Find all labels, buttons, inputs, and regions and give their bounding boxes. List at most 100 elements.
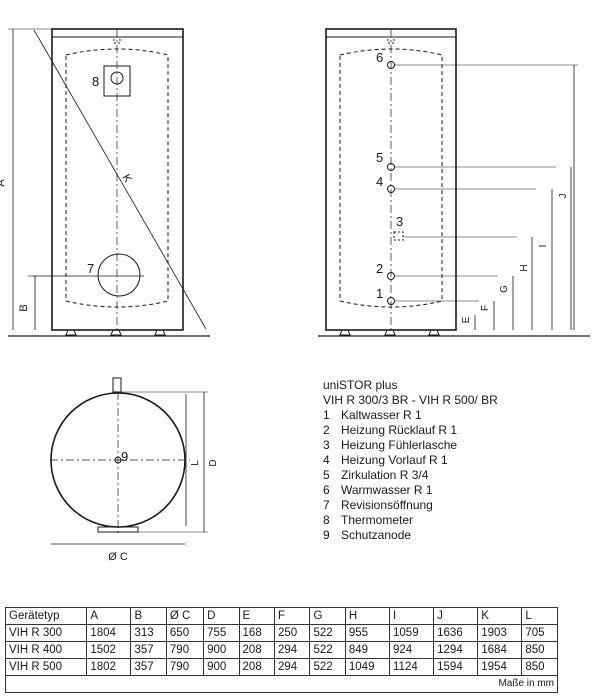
table-cell: 168: [238, 624, 275, 642]
table-header-cell: Gerätetyp: [4, 607, 88, 625]
table-cell: 1802: [86, 658, 132, 676]
legend-item-text: Zirkulation R 3/4: [341, 468, 429, 482]
label-j: J: [558, 194, 569, 199]
legend-item-text: Revisionsöffnung: [341, 498, 433, 512]
table-header-cell: K: [477, 607, 523, 625]
table-header-cell: B: [130, 607, 167, 625]
front-top-fitting: [113, 36, 121, 44]
callout-3: 3: [396, 214, 403, 229]
table-cell: 650: [165, 624, 205, 642]
legend: uniSTOR plus VIH R 300/3 BR - VIH R 500/…: [323, 378, 498, 543]
table-cell: 850: [521, 658, 558, 676]
label-k: K: [120, 172, 134, 185]
table-cell: 924: [389, 641, 435, 659]
legend-item-number: 3: [323, 438, 330, 452]
label-e: E: [461, 316, 472, 323]
table-cell: VIH R 400: [4, 641, 88, 659]
thermometer-box: [103, 65, 131, 97]
table-cell: 1903: [477, 624, 523, 642]
table-cell: 522: [309, 624, 346, 642]
table-cell: 1636: [433, 624, 479, 642]
legend-item-number: 1: [323, 408, 330, 422]
legend-item-text: Heizung Rücklauf R 1: [341, 423, 458, 437]
callout-9: 9: [121, 449, 128, 464]
anode-position: [114, 456, 122, 464]
label-b: B: [18, 304, 30, 311]
legend-item-number: 6: [323, 483, 330, 497]
label-d: D: [208, 459, 219, 466]
legend-item-number: 4: [323, 453, 330, 467]
units-note: Maße in mm: [5, 675, 558, 693]
table-cell: 1684: [477, 641, 523, 659]
table-cell: VIH R 300: [4, 624, 88, 642]
legend-item-number: 2: [323, 423, 330, 437]
thermometer-dial: [110, 71, 124, 85]
label-h: H: [519, 264, 530, 271]
table-cell: 313: [130, 624, 167, 642]
table-cell: 1294: [433, 641, 479, 659]
legend-item-number: 8: [323, 513, 330, 527]
diagonal-k: [33, 29, 207, 330]
legend-item-text: Warmwasser R 1: [341, 483, 433, 497]
table-header-cell: F: [273, 607, 311, 625]
callout-5: 5: [376, 150, 383, 165]
table-cell: 1049: [344, 658, 391, 676]
table-cell: 900: [203, 658, 240, 676]
callout-8: 8: [92, 74, 99, 89]
front-view: [8, 28, 210, 337]
table-header-cell: E: [238, 607, 275, 625]
top-view-foot: [97, 526, 139, 533]
legend-item-text: Schutzanode: [341, 528, 412, 542]
table-cell: 790: [165, 641, 205, 659]
side-top-fitting: [387, 36, 395, 44]
table-cell: 790: [165, 658, 205, 676]
table-cell: 357: [130, 658, 167, 676]
label-f: F: [480, 305, 491, 311]
front-tank-body: [51, 28, 184, 331]
table-cell: 1059: [389, 624, 435, 642]
table-cell: 522: [309, 658, 346, 676]
table-cell: 294: [273, 658, 311, 676]
callout-1: 1: [376, 286, 383, 301]
table-cell: 1594: [433, 658, 479, 676]
label-a: A: [0, 179, 7, 187]
label-i: I: [538, 245, 549, 248]
callout-2: 2: [376, 261, 383, 276]
legend-item: 8 Thermometer: [323, 513, 498, 528]
callout-7: 7: [87, 261, 94, 276]
legend-item-text: Thermometer: [341, 513, 414, 527]
table-header-cell: H: [344, 607, 391, 625]
sensor-bracket-3: [393, 231, 404, 241]
legend-item-number: 9: [323, 528, 330, 542]
legend-item: 9 Schutzanode: [323, 528, 498, 543]
table-cell: 850: [521, 641, 558, 659]
side-view: [318, 28, 590, 337]
table-cell: 250: [273, 624, 311, 642]
legend-subtitle: VIH R 300/3 BR - VIH R 500/ BR: [323, 393, 498, 407]
table-header-cell: Ø C: [165, 607, 205, 625]
table-cell: 522: [309, 641, 346, 659]
table-cell: 1124: [389, 658, 435, 676]
table-cell: 357: [130, 641, 167, 659]
table-cell: 849: [344, 641, 391, 659]
label-dia-c: Ø C: [108, 551, 128, 563]
top-view: [50, 377, 208, 545]
table-header-cell: G: [309, 607, 346, 625]
legend-item: 6 Warmwasser R 1: [323, 483, 498, 498]
front-feet: [65, 329, 166, 336]
table-cell: 955: [344, 624, 391, 642]
top-view-nozzle: [112, 377, 122, 393]
side-feet: [339, 329, 440, 336]
callout-6: 6: [376, 50, 383, 65]
